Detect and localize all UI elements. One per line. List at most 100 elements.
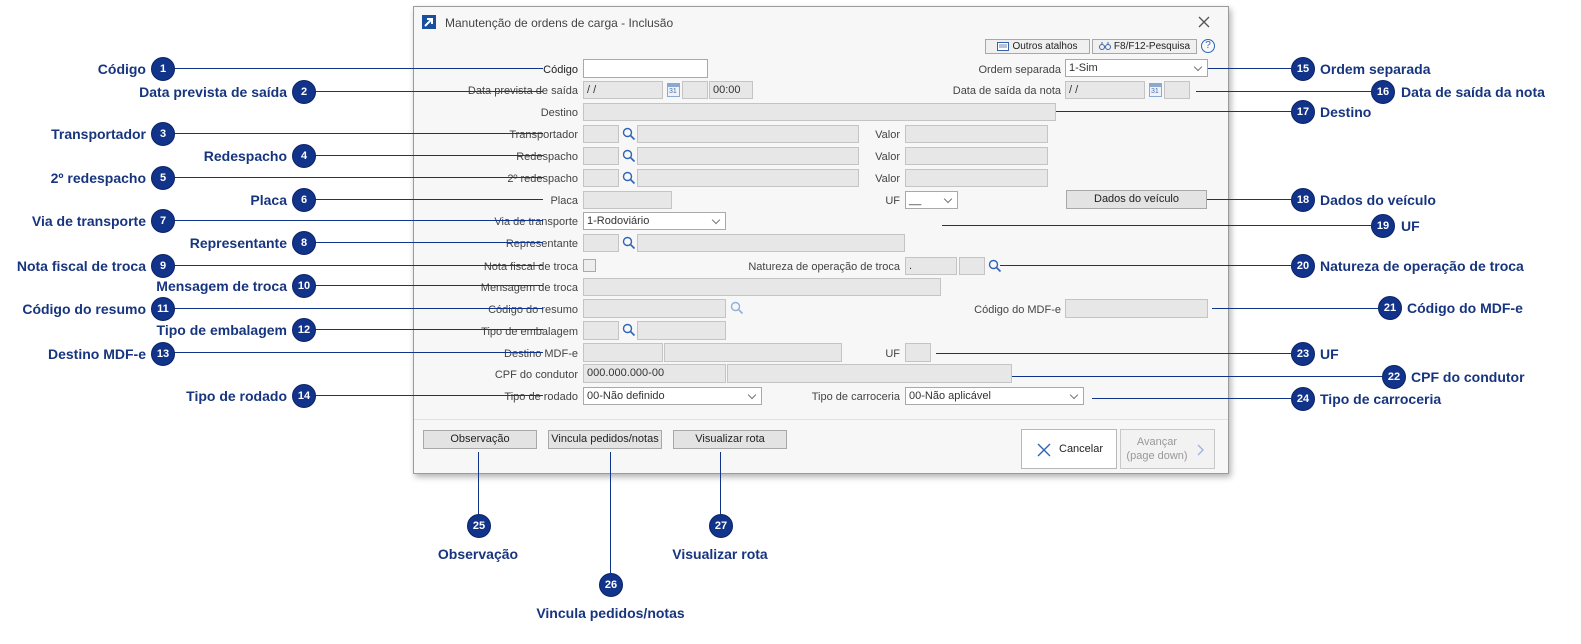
destino-mdfe-uf-input[interactable]	[905, 343, 931, 362]
redespacho-name-input[interactable]	[637, 147, 859, 165]
destino-mdfe-code-input[interactable]	[583, 343, 663, 362]
search-icon[interactable]	[622, 236, 636, 250]
cancelar-button[interactable]: Cancelar	[1021, 429, 1117, 469]
representante-code-input[interactable]	[583, 234, 619, 252]
callout-label: Tipo de carroceria	[1320, 391, 1442, 407]
condutor-name-input[interactable]	[727, 364, 1012, 383]
callout-label: Visualizar rota	[672, 546, 768, 562]
destino-mdfe-uf-label: UF	[885, 348, 900, 360]
search-icon[interactable]	[730, 301, 744, 315]
search-icon[interactable]	[622, 149, 636, 163]
callout-label: UF	[1320, 346, 1339, 362]
connector-line	[173, 352, 543, 353]
window-icon	[422, 15, 436, 29]
help-icon[interactable]: ?	[1201, 39, 1215, 53]
callout-label: Redespacho	[203, 148, 287, 164]
dialog-window: Manutenção de ordens de carga - Inclusão…	[413, 6, 1229, 474]
callout-badge: 18	[1291, 188, 1315, 212]
connector-line	[314, 395, 543, 396]
mensagem-troca-label: Mensagem de troca	[480, 282, 578, 294]
transportador-name-input[interactable]	[637, 125, 859, 143]
via-transporte-select[interactable]: 1-Rodoviário	[583, 212, 726, 230]
ordem-separada-label: Ordem separada	[978, 64, 1061, 76]
natureza-troca-label: Natureza de operação de troca	[748, 261, 900, 273]
cancelar-label: Cancelar	[1059, 443, 1104, 455]
callout-badge: 9	[151, 254, 175, 278]
callout-badge: 21	[1378, 296, 1402, 320]
callout-label: Via de transporte	[31, 213, 146, 229]
connector-line	[1196, 91, 1371, 92]
transportador-valor-input[interactable]	[905, 125, 1048, 143]
calendar-icon[interactable]: 31	[1149, 83, 1162, 97]
data-prevista-day-input[interactable]	[682, 81, 708, 99]
codigo-resumo-input[interactable]	[583, 299, 726, 318]
placa-input[interactable]	[583, 191, 672, 209]
nf-troca-checkbox[interactable]	[583, 259, 596, 272]
callout-label: Código do MDF-e	[1407, 300, 1523, 316]
vincula-pedidos-button[interactable]: Vincula pedidos/notas	[548, 430, 662, 449]
data-saida-nota-extra-input[interactable]	[1164, 81, 1190, 99]
callout-badge: 1	[151, 57, 175, 81]
callout-label: Código	[97, 61, 146, 77]
connector-line	[314, 91, 543, 92]
connector-line	[173, 177, 543, 178]
tipo-embalagem-code-input[interactable]	[583, 321, 619, 340]
natureza-troca-input[interactable]: .	[905, 257, 957, 275]
redespacho2-name-input[interactable]	[637, 169, 859, 187]
other-shortcuts-button[interactable]: Outros atalhos	[985, 39, 1090, 54]
callout-badge: 5	[151, 166, 175, 190]
data-saida-nota-label: Data de saída da nota	[952, 85, 1061, 97]
data-prevista-date-input[interactable]: / /	[583, 81, 663, 99]
data-saida-nota-input[interactable]: / /	[1065, 81, 1145, 99]
cpf-condutor-input[interactable]: 000.000.000-00	[583, 364, 726, 383]
redespacho-label: Redespacho	[516, 151, 578, 163]
transportador-code-input[interactable]	[583, 125, 619, 143]
observacao-button[interactable]: Observação	[423, 430, 537, 449]
connector-line	[173, 265, 543, 266]
footer-separator	[414, 419, 1228, 420]
close-icon[interactable]	[1196, 14, 1212, 30]
visualizar-rota-button[interactable]: Visualizar rota	[673, 430, 787, 449]
mensagem-troca-input[interactable]	[583, 278, 941, 296]
codigo-mdfe-label: Código do MDF-e	[974, 304, 1061, 316]
callout-label: Ordem separada	[1320, 61, 1431, 77]
placa-uf-select[interactable]: __	[905, 191, 958, 209]
data-prevista-time-input[interactable]: 00:00	[709, 81, 753, 99]
search-icon[interactable]	[622, 323, 636, 337]
codigo-input[interactable]	[583, 59, 708, 78]
tipo-carroceria-select[interactable]: 00-Não aplicável	[905, 387, 1084, 405]
avancar-button[interactable]: Avançar (page down)	[1120, 429, 1215, 469]
codigo-mdfe-input[interactable]	[1065, 299, 1208, 318]
window-title: Manutenção de ordens de carga - Inclusão	[445, 16, 674, 30]
ordem-separada-select[interactable]: 1-Sim	[1065, 59, 1208, 77]
search-shortcut-button[interactable]: F8/F12-Pesquisa	[1092, 39, 1197, 54]
search-icon[interactable]	[622, 127, 636, 141]
redespacho-valor-input[interactable]	[905, 147, 1048, 165]
connector-line	[1207, 199, 1291, 200]
callout-label: Destino MDF-e	[48, 346, 146, 362]
redespacho2-label: 2º redespacho	[507, 173, 578, 185]
natureza-troca-code-input[interactable]	[959, 257, 985, 275]
destino-mdfe-name-input[interactable]	[664, 343, 842, 362]
redespacho-code-input[interactable]	[583, 147, 619, 165]
title-bar: Manutenção de ordens de carga - Inclusão	[414, 7, 1228, 37]
callout-label: Tipo de embalagem	[156, 322, 287, 338]
representante-name-input[interactable]	[637, 234, 905, 252]
redespacho2-code-input[interactable]	[583, 169, 619, 187]
callout-badge: 27	[709, 514, 733, 538]
search-icon[interactable]	[988, 259, 1002, 273]
representante-label: Representante	[505, 238, 578, 250]
chevron-right-icon	[1197, 444, 1204, 456]
callout-label: Nota fiscal de troca	[16, 258, 146, 274]
callout-label: Natureza de operação de troca	[1320, 258, 1524, 274]
search-icon[interactable]	[622, 171, 636, 185]
destino-input[interactable]	[583, 103, 1056, 121]
tipo-embalagem-name-input[interactable]	[637, 321, 726, 340]
tipo-rodado-select[interactable]: 00-Não definido	[583, 387, 762, 405]
calendar-icon[interactable]: 31	[667, 83, 680, 97]
callout-badge: 20	[1291, 254, 1315, 278]
dados-veiculo-button[interactable]: Dados do veículo	[1066, 190, 1207, 209]
redespacho2-valor-input[interactable]	[905, 169, 1048, 187]
callout-label: Mensagem de troca	[156, 278, 287, 294]
connector-line	[314, 329, 543, 330]
